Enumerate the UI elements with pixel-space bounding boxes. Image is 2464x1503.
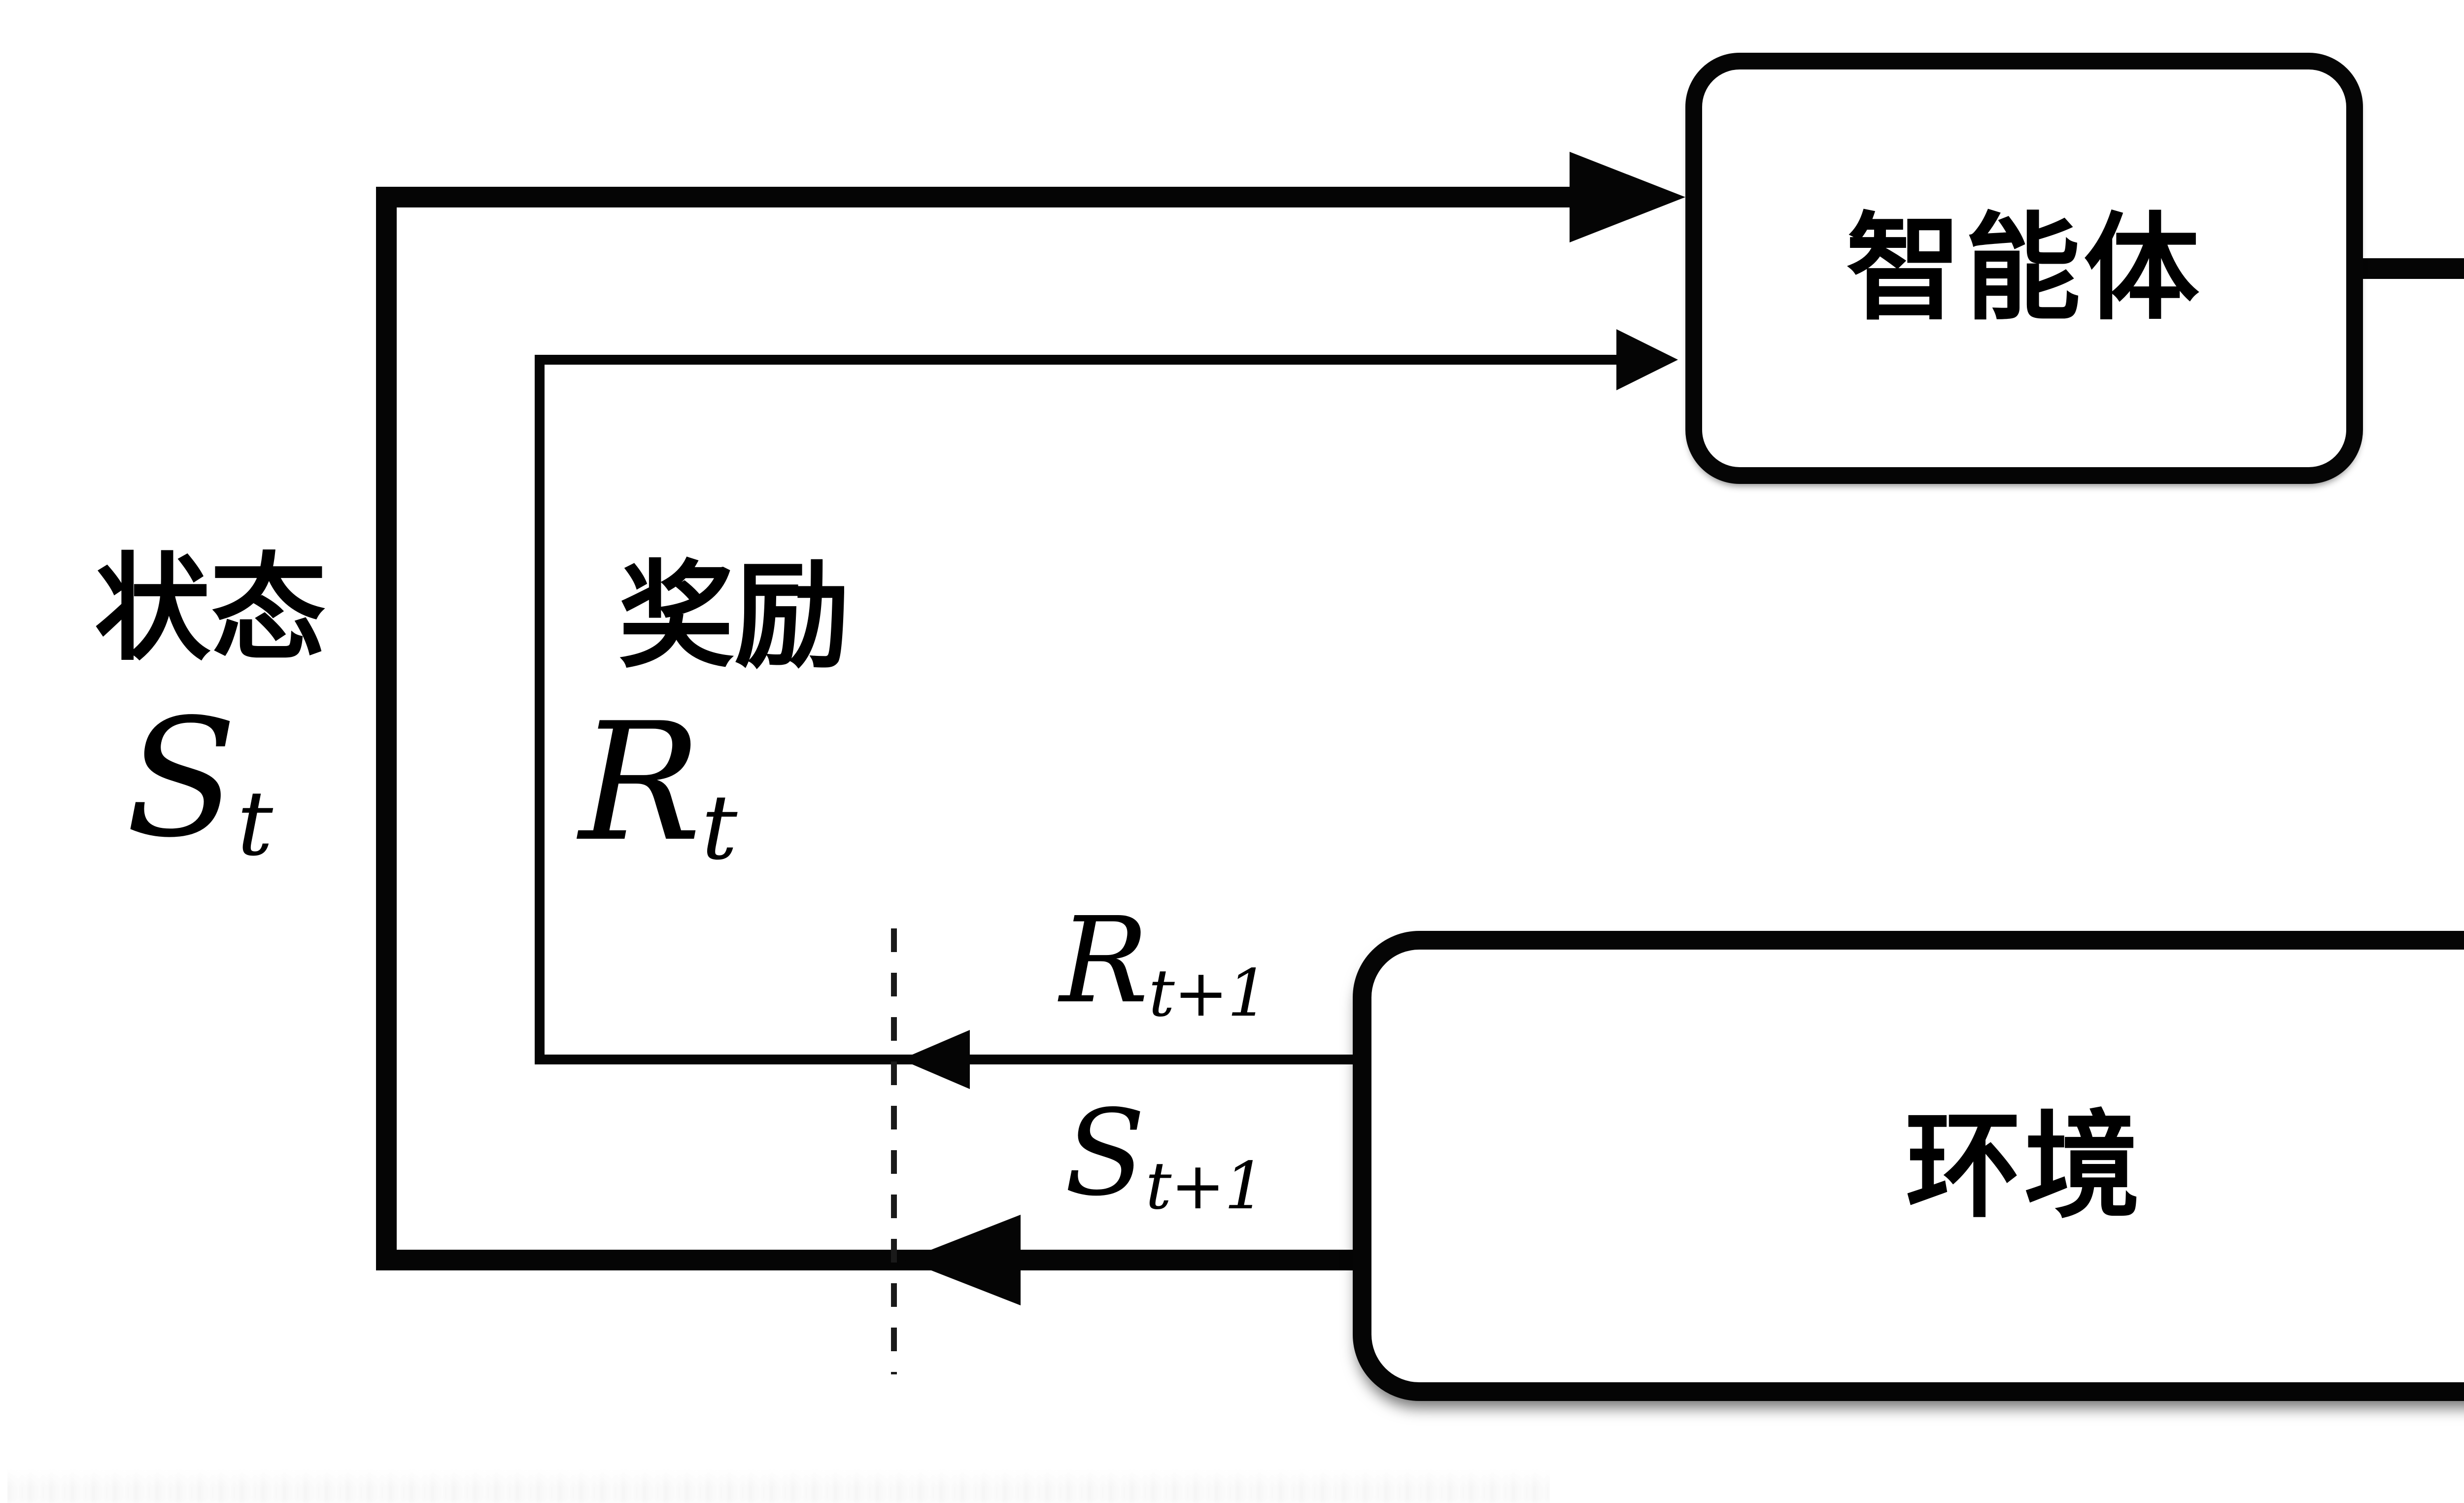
next-reward-arrowhead-icon [901, 1030, 970, 1089]
next-reward-symbol-letter: R [1060, 891, 1149, 1029]
agent-box: 智能体 [1685, 53, 2363, 484]
reward-symbol-subscript: t [701, 775, 737, 880]
next-state-symbol-subscript: t+1 [1145, 1148, 1266, 1225]
reward-line-top [535, 355, 1623, 365]
reward-to-agent-arrowhead-icon [1616, 329, 1678, 390]
state-line-top [376, 187, 1583, 207]
state-symbol-subscript: t [237, 771, 273, 876]
environment-box-label: 环境 [1905, 1097, 2143, 1234]
next-state-arrowhead-icon [905, 1215, 1021, 1305]
next-state-symbol: St+1 [1064, 1094, 1266, 1219]
reward-symbol-letter: R [579, 688, 702, 877]
state-symbol-letter: S [126, 684, 238, 873]
reward-label: 奖励 [618, 548, 850, 684]
next-reward-symbol-subscript: t+1 [1148, 956, 1269, 1032]
reward-symbol: Rt [579, 701, 737, 872]
state-line-left [376, 187, 397, 1270]
environment-box: 环境 [1353, 931, 2464, 1401]
agent-box-label: 智能体 [1846, 200, 2202, 336]
state-symbol: St [126, 697, 273, 868]
time-step-boundary-dashed-line [891, 928, 897, 1374]
next-state-line-bottom [376, 1250, 1367, 1270]
action-line-top [2353, 258, 2464, 279]
next-reward-symbol: Rt+1 [1060, 901, 1268, 1026]
cropped-caption-remnant [7, 1469, 1550, 1503]
state-label: 状态 [95, 541, 326, 677]
next-state-symbol-letter: S [1064, 1084, 1146, 1222]
state-to-agent-arrowhead-icon [1570, 152, 1685, 242]
reward-line-left [535, 355, 545, 1064]
